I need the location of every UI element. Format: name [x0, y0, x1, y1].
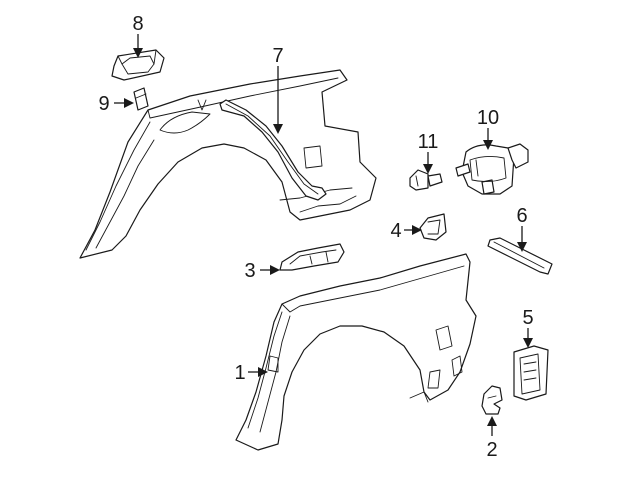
- part-4-clip: [419, 213, 447, 241]
- callout-9: 9: [98, 93, 109, 115]
- callout-11: 11: [418, 131, 439, 153]
- callout-3: 3: [244, 260, 255, 282]
- callout-8: 8: [132, 13, 143, 35]
- part-8-bracket: [111, 49, 165, 81]
- inner-quarter-panel: [79, 69, 377, 259]
- callout-5: 5: [522, 307, 533, 329]
- callout-10: 10: [477, 107, 499, 129]
- callout-labels: 8 9 7 11 10 4 6 3 1 5 2: [98, 13, 533, 461]
- part-3-reinforcement: [279, 243, 345, 271]
- part-10-housing: [455, 143, 529, 195]
- part-7-channel: [219, 99, 327, 201]
- part-6-strip: [487, 237, 553, 275]
- part-2-latch: [481, 385, 503, 415]
- callout-6: 6: [516, 205, 527, 227]
- callout-7: 7: [272, 45, 283, 67]
- part-5-pocket: [513, 345, 549, 401]
- leader-lines: [114, 34, 533, 436]
- callout-1: 1: [234, 362, 245, 384]
- callout-2: 2: [486, 439, 497, 461]
- part-1-quarter-panel: [235, 253, 477, 451]
- callout-4: 4: [390, 220, 401, 242]
- part-11-bracket: [409, 169, 443, 191]
- part-9-block: [133, 87, 149, 111]
